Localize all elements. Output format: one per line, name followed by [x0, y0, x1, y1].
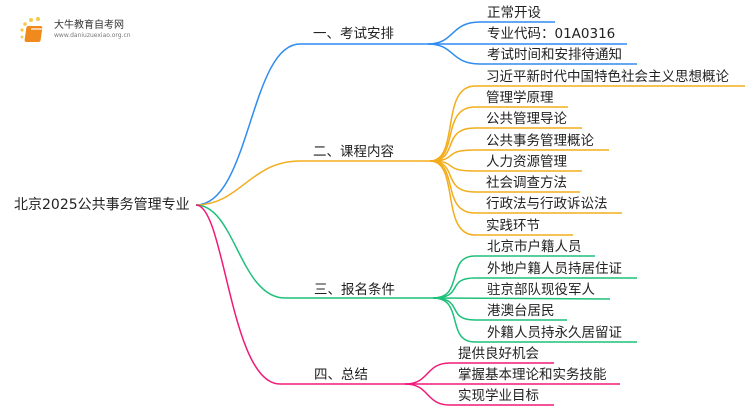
- leaf: 正常开设: [487, 5, 541, 21]
- leaf: 人力资源管理: [486, 154, 567, 170]
- branch-course-content: 二、课程内容: [313, 144, 394, 160]
- leaf: 公共管理导论: [486, 111, 567, 127]
- leaf: 外地户籍人员持居住证: [487, 261, 622, 277]
- leaf: 习近平新时代中国特色社会主义思想概论: [486, 69, 729, 85]
- leaf: 专业代码：01A0316: [487, 26, 616, 42]
- leaf: 北京市户籍人员: [487, 239, 582, 255]
- leaf: 外籍人员持永久居留证: [487, 325, 622, 341]
- branch-1-lines: [195, 21, 637, 206]
- leaf: 实践环节: [486, 218, 540, 234]
- logo-url: www.daniuzuexiao.org.cn: [54, 32, 131, 39]
- leaf: 行政法与行政诉讼法: [486, 196, 608, 212]
- leaf: 社会调查方法: [486, 175, 567, 191]
- logo-title: 大牛教育自考网: [54, 20, 124, 31]
- leaf: 港澳台居民: [487, 303, 555, 319]
- branch-4-lines: [195, 204, 620, 406]
- leaf: 考试时间和安排待通知: [487, 47, 622, 63]
- root-topic: 北京2025公共事务管理专业: [14, 197, 190, 213]
- leaf: 公共事务管理概论: [486, 133, 594, 149]
- leaf: 掌握基本理论和实务技能: [458, 367, 607, 383]
- branch-2-lines: [195, 85, 745, 236]
- branch-registration-conditions: 三、报名条件: [314, 282, 395, 298]
- logo: 大牛教育自考网 www.daniuzuexiao.org.cn: [18, 16, 138, 46]
- leaf: 管理学原理: [486, 90, 554, 106]
- leaf: 驻京部队现役军人: [487, 282, 595, 298]
- book-logo-icon: [20, 17, 43, 42]
- branch-3-lines: [195, 204, 637, 343]
- branch-summary: 四、总结: [314, 367, 368, 383]
- leaf: 提供良好机会: [458, 346, 539, 362]
- leaf: 实现学业目标: [458, 388, 539, 404]
- branch-exam-arrangement: 一、考试安排: [313, 26, 394, 42]
